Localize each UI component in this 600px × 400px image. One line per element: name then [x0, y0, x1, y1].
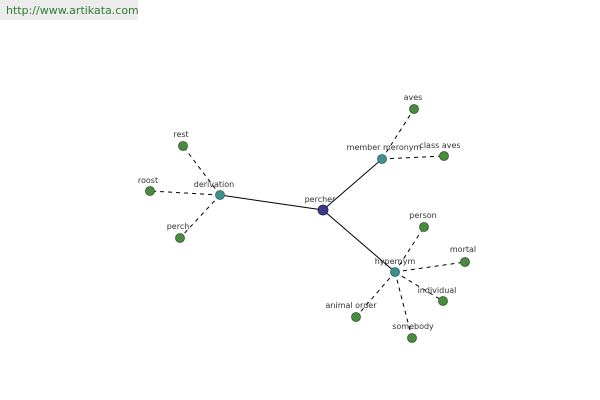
label-class-aves: class aves	[419, 141, 460, 150]
label-percher: percher	[305, 195, 337, 204]
node-individual	[438, 296, 448, 306]
label-mortal: mortal	[450, 245, 476, 254]
watermark-url[interactable]: http://www.artikata.com	[6, 4, 139, 17]
label-person: person	[409, 211, 436, 220]
label-individual: individual	[418, 286, 457, 295]
edge-hypernym-individual	[394, 271, 444, 302]
label-hypernym: hypernym	[375, 257, 416, 266]
node-aves	[409, 104, 419, 114]
node-derivation	[215, 190, 225, 200]
edge-hypernym-person	[394, 226, 425, 273]
node-hypernym	[390, 267, 400, 277]
edge-derivation-perch	[179, 194, 221, 239]
node-percher	[317, 204, 329, 216]
edge-hypernym-animal-order	[355, 271, 396, 318]
edge-derivation-roost	[149, 190, 221, 196]
nodes-layer	[145, 104, 470, 343]
edge-derivation	[219, 194, 324, 211]
edge-hypernym-somebody	[394, 271, 413, 339]
node-somebody	[407, 333, 417, 343]
node-perch	[175, 233, 185, 243]
edge-member-meronym-aves	[381, 108, 415, 160]
edge-hypernym-mortal	[394, 261, 466, 273]
label-roost: roost	[138, 176, 158, 185]
node-rest	[178, 141, 188, 151]
edge-member-meronym-class-aves	[381, 155, 445, 160]
label-member-meronym: member meronym	[347, 143, 422, 152]
labels-layer: rest roost perch derivation aves class avesme…	[138, 93, 476, 331]
edge-member-meronym	[322, 158, 383, 211]
edge-hypernym	[322, 209, 396, 273]
node-roost	[145, 186, 155, 196]
edge-derivation-rest	[182, 145, 221, 196]
label-perch: perch	[167, 222, 190, 231]
label-animal-order: animal order	[326, 301, 378, 310]
label-derivation: derivation	[194, 180, 234, 189]
watermark-bar: http://www.artikata.com	[0, 0, 139, 20]
node-member-meronym	[377, 154, 387, 164]
label-somebody: somebody	[392, 322, 434, 331]
node-person	[419, 222, 429, 232]
edges-layer	[149, 108, 466, 339]
label-aves: aves	[404, 93, 423, 102]
node-class-aves	[439, 151, 449, 161]
node-mortal	[460, 257, 470, 267]
label-rest: rest	[173, 130, 188, 139]
node-animal-order	[351, 312, 361, 322]
